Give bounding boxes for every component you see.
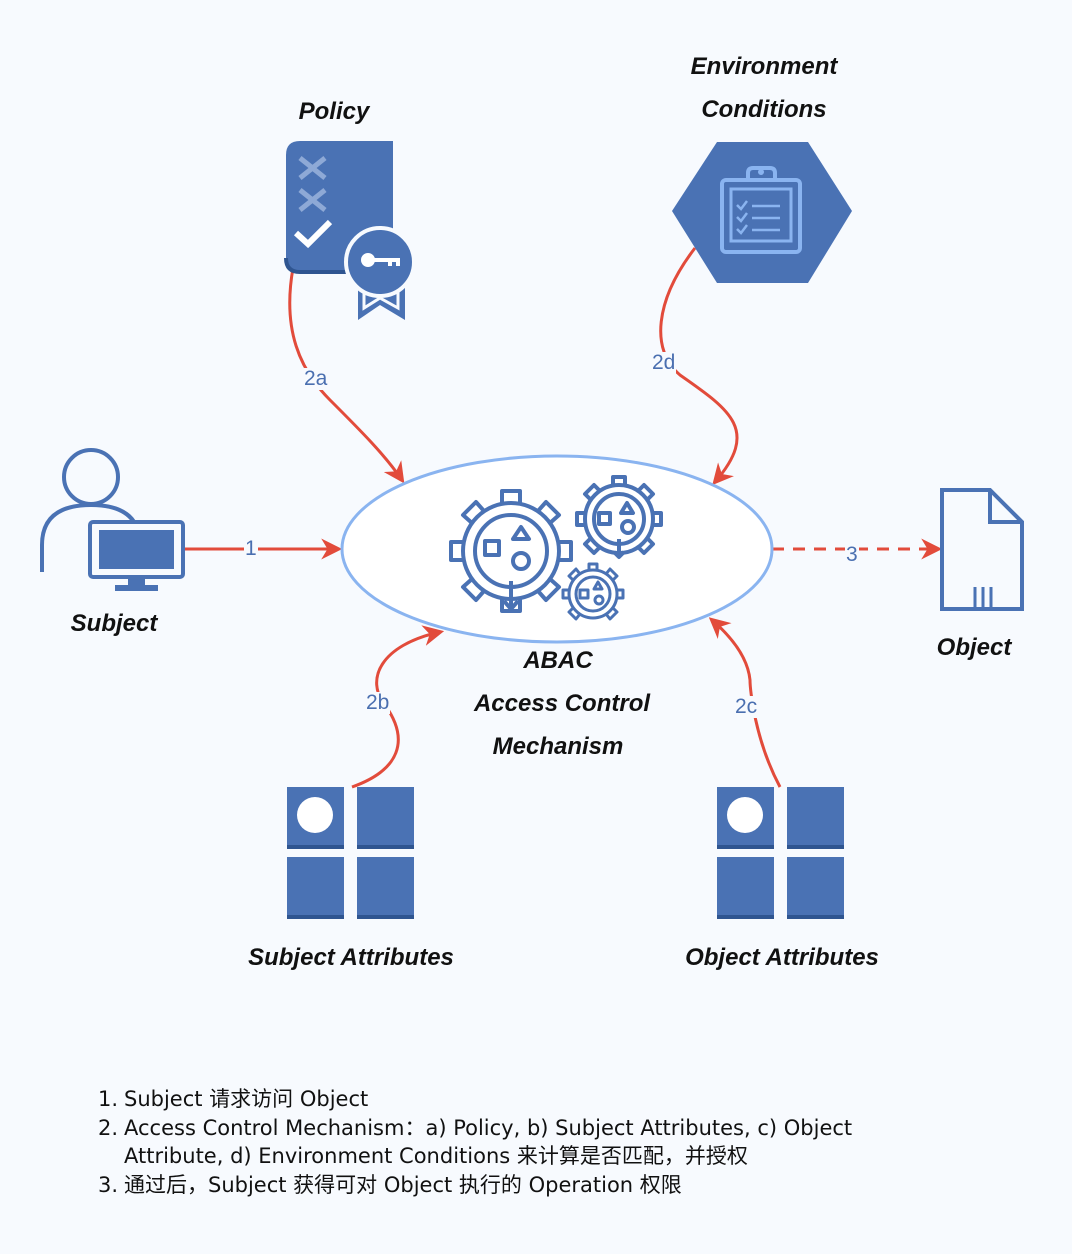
clipboard-icon <box>672 142 852 283</box>
user-computer-icon <box>40 448 185 591</box>
note-number: 3. <box>98 1172 119 1197</box>
object-attributes-label: Object Attributes <box>685 944 879 971</box>
mechanism-label-line2: Access Control <box>473 690 651 717</box>
object-attributes-icon <box>717 787 844 919</box>
mechanism-label-line3: Mechanism <box>492 733 624 760</box>
edge-label-2a: 2a <box>303 367 329 390</box>
edge-object-attributes-to-mechanism <box>708 617 782 788</box>
policy-label: Policy <box>298 98 370 125</box>
edge-label-1: 1 <box>244 537 258 560</box>
note-item: 2. Access Control Mechanism：a) Policy, b… <box>98 1114 918 1171</box>
subject-attributes-icon <box>287 787 414 919</box>
edge-label-3: 3 <box>845 543 859 566</box>
subject-attributes-label: Subject Attributes <box>248 944 454 971</box>
edge-label-2c: 2c <box>734 695 759 718</box>
environment-label-line1: Environment <box>690 53 838 80</box>
note-item: 3. 通过后，Subject 获得可对 Object 执行的 Operation… <box>98 1171 918 1200</box>
note-item: 1. Subject 请求访问 Object <box>98 1085 918 1114</box>
note-number: 1. <box>98 1087 119 1111</box>
environment-label-line2: Conditions <box>701 96 827 123</box>
edge-label-2b: 2b <box>365 691 391 714</box>
edge-label-2d: 2d <box>651 351 677 374</box>
object-label: Object <box>936 634 1012 661</box>
gears-icon <box>449 475 663 621</box>
document-icon <box>940 488 1024 611</box>
subject-label: Subject <box>70 610 158 637</box>
mechanism-label-line1: ABAC <box>523 647 593 674</box>
note-number: 2. <box>98 1115 119 1140</box>
edge-environment-to-mechanism <box>659 247 739 486</box>
notes-list: 1. Subject 请求访问 Object 2. Access Control… <box>98 1085 918 1199</box>
policy-icon <box>284 141 416 320</box>
note-text: Access Control Mechanism：a) Policy, b) S… <box>124 1115 853 1169</box>
note-text: Subject 请求访问 Object <box>124 1087 369 1111</box>
edge-policy-to-mechanism <box>288 267 405 484</box>
note-text: 通过后，Subject 获得可对 Object 执行的 Operation 权限 <box>124 1172 682 1197</box>
